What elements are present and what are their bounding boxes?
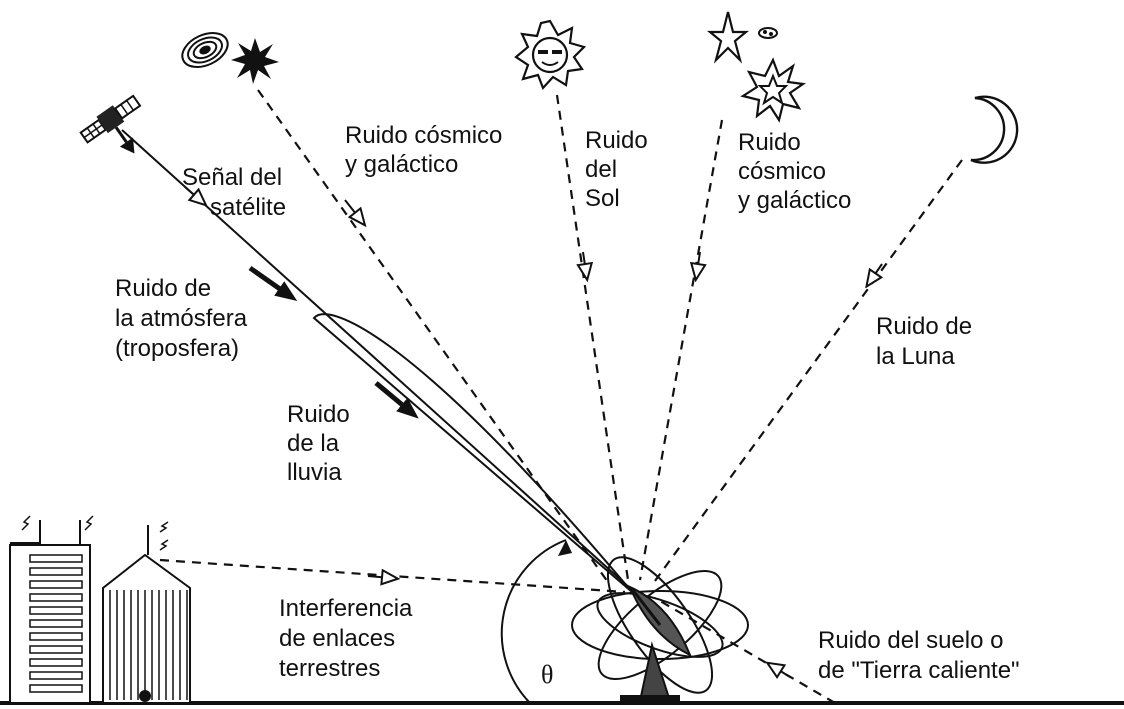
label-rain-noise-line2: de la [287, 430, 340, 457]
atmosphere-noise-arrow [248, 265, 298, 302]
star-burst-icon [231, 38, 279, 84]
label-satellite-signal-line1: Señal del [182, 164, 282, 191]
building-window [29, 619, 83, 628]
label-moon-noise-line1: Ruido de [876, 313, 972, 340]
dish-antenna-icon [571, 556, 749, 703]
label-cosmic-galactic-left-line1: Ruido cósmico [345, 122, 502, 149]
cosmic-galactic-left-arrowhead [344, 199, 360, 219]
label-ground-noise: Ruido del suelo o de "Tierra caliente" [818, 627, 1020, 684]
label-cosmic-galactic-left: Ruido cósmico y galáctico [345, 122, 509, 178]
label-atmosphere-noise-line1: Ruido de [115, 275, 211, 302]
moon-noise-path [651, 159, 963, 586]
building-window [29, 645, 83, 654]
star-icon [706, 11, 750, 64]
label-terrestrial-interference-line1: Interferencia [279, 595, 413, 622]
star-burst-outline-icon [740, 57, 806, 123]
sun-noise-path [555, 94, 630, 581]
label-rain-noise-line3: lluvia [287, 459, 342, 486]
label-moon-noise-line2: la Luna [876, 343, 955, 370]
label-rain-noise: Ruido de la lluvia [287, 401, 356, 486]
building-window [29, 580, 83, 589]
cosmic-galactic-left-path [257, 89, 611, 586]
ground-noise-arrowhead [774, 667, 791, 677]
label-satellite-signal-line2: satélite [210, 194, 286, 221]
crescent-moon-icon [970, 95, 1019, 164]
elevation-angle-arrowhead [558, 540, 572, 556]
building-window [29, 658, 83, 667]
elevation-angle-arc [500, 539, 567, 704]
label-atmosphere-noise-line2: la atmósfera [115, 305, 248, 332]
label-satellite-signal: Señal del satélite [182, 164, 289, 221]
label-cosmic-galactic-left-line2: y galáctico [345, 151, 458, 178]
building-striped-icon [102, 521, 191, 704]
building-window [29, 632, 83, 641]
label-terrestrial-interference-line2: de enlaces [279, 625, 395, 652]
satellite-signal-arrowhead [184, 186, 200, 200]
label-atmosphere-noise: Ruido de la atmósfera (troposfera) [115, 275, 254, 362]
building-window [29, 671, 83, 680]
sun-noise-arrowhead [583, 251, 586, 272]
label-ground-noise-line2: de "Tierra caliente" [818, 657, 1020, 684]
label-cosmic-galactic-right: Ruido cósmico y galáctico [738, 129, 851, 214]
label-sun-noise-line3: Sol [585, 185, 620, 212]
cosmic-galactic-right-arrowhead [697, 251, 700, 272]
terrestrial-interference-path [159, 558, 626, 594]
small-galaxy-icon [758, 27, 778, 39]
ground-noise-path [654, 597, 836, 704]
rain-noise-arrow [374, 381, 419, 419]
moon-noise-arrowhead [871, 263, 882, 280]
sun-icon [514, 19, 587, 91]
building-window [29, 593, 83, 602]
building-window [29, 606, 83, 615]
building-window [29, 684, 83, 693]
cosmic-galactic-right-path [638, 119, 724, 581]
label-cosmic-galactic-right-line2: cósmico [738, 158, 826, 185]
building-window [29, 554, 83, 563]
label-terrestrial-interference: Interferencia de enlaces terrestres [279, 595, 419, 682]
label-sun-noise-line2: del [585, 156, 617, 183]
label-rain-noise-line1: Ruido [287, 401, 350, 428]
label-sun-noise: Ruido del Sol [585, 127, 654, 212]
terrestrial-interference-arrowhead [367, 576, 390, 578]
label-cosmic-galactic-right-line1: Ruido [738, 129, 801, 156]
building-icon [9, 515, 94, 704]
label-elevation-angle: θ [541, 660, 553, 689]
label-terrestrial-interference-line3: terrestres [279, 655, 380, 682]
satellite-icon [79, 94, 142, 154]
label-ground-noise-line1: Ruido del suelo o [818, 627, 1003, 654]
building-window [29, 567, 83, 576]
label-cosmic-galactic-right-line3: y galáctico [738, 187, 851, 214]
galaxy-icon [181, 32, 229, 68]
label-moon-noise: Ruido de la Luna [876, 313, 979, 370]
label-sun-noise-line1: Ruido [585, 127, 648, 154]
label-atmosphere-noise-line3: (troposfera) [115, 335, 239, 362]
